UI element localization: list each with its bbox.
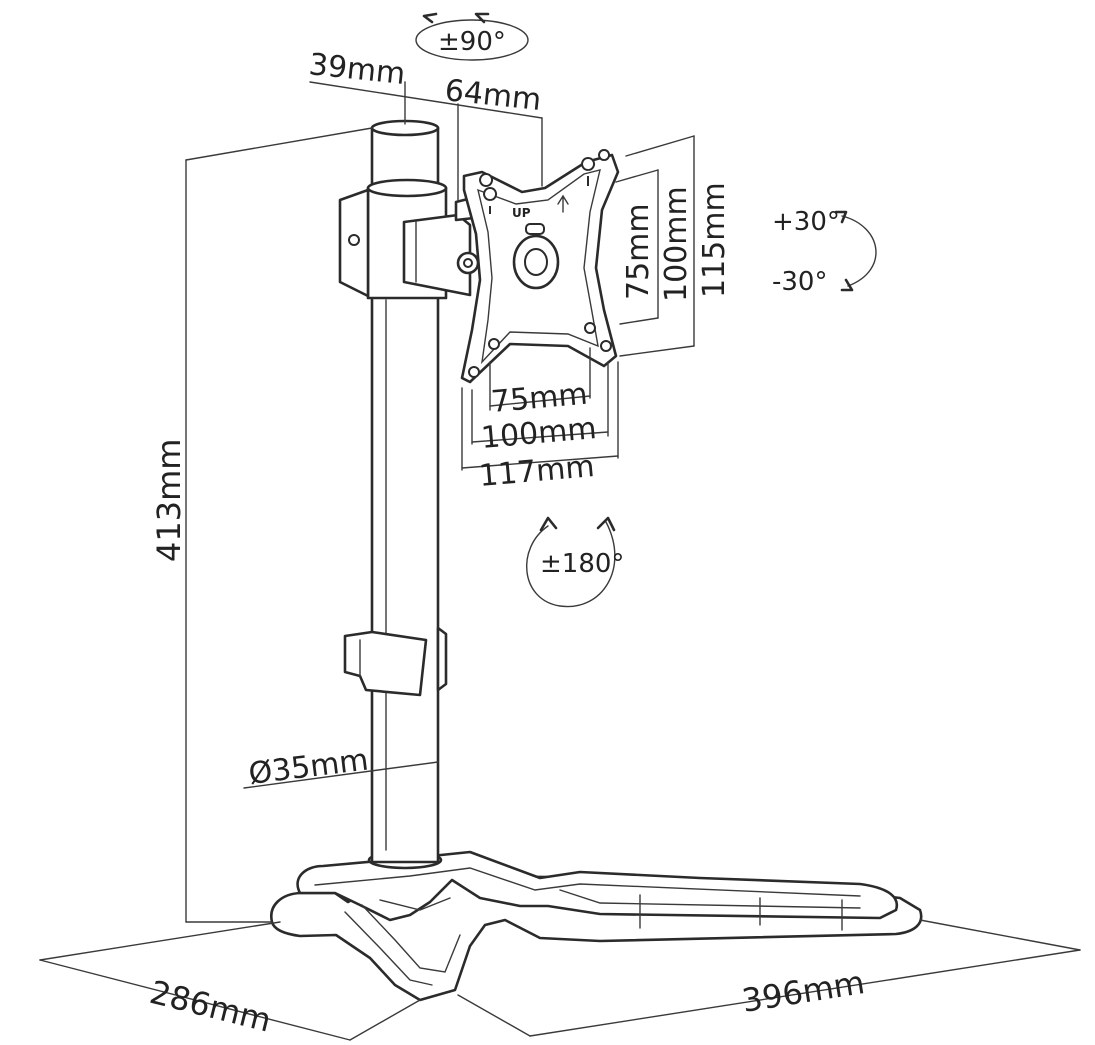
rotation-label: ±180° — [540, 549, 624, 579]
pole-diameter-label: Ø35mm — [247, 743, 371, 792]
base-width-label: 396mm — [739, 963, 867, 1020]
cable-clip — [343, 626, 448, 697]
tilt-arrows-icon — [834, 210, 877, 292]
swivel-arrows-icon — [415, 12, 529, 61]
plate-height-label: 115mm — [697, 182, 732, 298]
swivel-label: ±90° — [438, 27, 506, 57]
pole-height-label: 413mm — [150, 439, 188, 562]
up-arrow-icon — [557, 194, 569, 213]
dimension-lines — [39, 81, 1081, 1041]
plate-up-label: UP — [512, 206, 531, 220]
vesa-horizontal-75-label: 75mm — [490, 377, 589, 420]
tilt-down-label: -30° — [772, 267, 827, 297]
plate-width-label: 117mm — [478, 449, 596, 494]
vesa-vertical-75-label: 75mm — [621, 203, 656, 300]
arm-width-label: 39mm — [307, 47, 407, 92]
tilt-up-label: +30° — [772, 207, 840, 237]
base-depth-label: 286mm — [146, 973, 275, 1040]
vesa-plate — [460, 149, 620, 384]
vesa-vertical-100-label: 100mm — [659, 186, 694, 302]
rotation-arrows-icon — [526, 516, 616, 608]
